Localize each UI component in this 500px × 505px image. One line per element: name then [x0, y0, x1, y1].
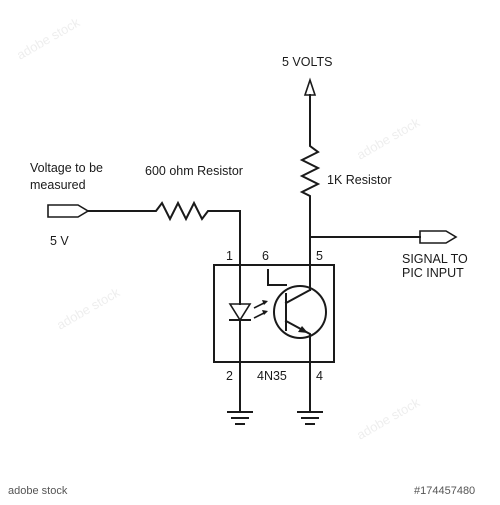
anode-wire — [213, 210, 241, 291]
input-resistor-label: 600 ohm Resistor — [145, 164, 243, 178]
input-connector-icon — [47, 204, 90, 218]
optocoupler-package — [213, 264, 335, 363]
output-label-line1: SIGNAL TO — [402, 252, 468, 266]
supply-arrow-icon — [303, 77, 317, 96]
pin-4-label: 4 — [316, 369, 323, 383]
input-resistor-icon — [149, 200, 215, 222]
pin-2-label: 2 — [226, 369, 233, 383]
input-voltage-label: 5 V — [50, 234, 69, 248]
watermark-layer: adobe stock adobe stock adobe stock adob… — [14, 14, 423, 442]
output-label-line2: PIC INPUT — [402, 266, 464, 280]
stock-footer — [0, 478, 500, 500]
watermark-text: adobe stock — [14, 14, 83, 62]
pullup-resistor-icon — [299, 141, 321, 201]
watermark-text: adobe stock — [54, 284, 123, 332]
watermark-text: adobe stock — [354, 114, 423, 162]
ground-icon — [227, 411, 253, 425]
stock-id-text: #174457480 — [414, 485, 475, 497]
input-description-line1: Voltage to be — [30, 161, 103, 175]
pin-6-label: 6 — [262, 249, 269, 263]
watermark-text: adobe stock — [354, 394, 423, 442]
pin-1-label: 1 — [226, 249, 233, 263]
chip-part-number: 4N35 — [257, 369, 287, 383]
pullup-resistor-label: 1K Resistor — [327, 173, 392, 187]
input-description-line2: measured — [30, 178, 86, 192]
phototransistor-icon — [267, 269, 327, 363]
supply-label: 5 VOLTS — [282, 55, 332, 69]
stock-logo-text: adobe stock — [8, 485, 68, 497]
ground-icon — [297, 411, 323, 425]
led-icon — [228, 289, 252, 363]
pin-5-label: 5 — [316, 249, 323, 263]
output-connector-icon — [419, 230, 458, 244]
light-emission-arrows-icon — [253, 300, 268, 319]
